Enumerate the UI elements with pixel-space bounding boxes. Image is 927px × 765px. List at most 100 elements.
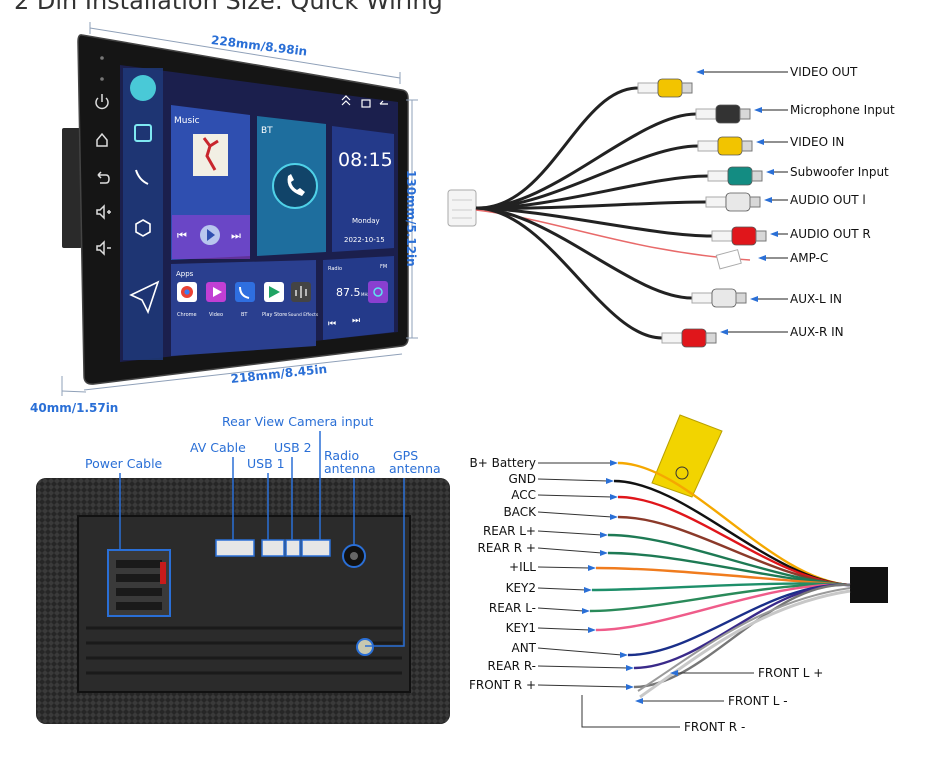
app-bt[interactable]: BT <box>235 282 255 318</box>
app-chrome[interactable]: Chrome <box>177 282 197 318</box>
power-label-rear-r-: REAR R + <box>478 541 537 555</box>
rca-plug-subwoofer-input <box>727 166 753 186</box>
harness-tag <box>651 414 723 498</box>
head-unit: Music ⏮ ⏭ BT 08:15 Monday 2022-10-15 App… <box>61 22 418 396</box>
chassis-vents <box>86 626 402 675</box>
bt-label: BT <box>261 126 273 136</box>
side-buttons <box>95 56 111 256</box>
power-label-front-r-: FRONT R - <box>684 720 745 734</box>
rca-arrow-amp-c <box>758 255 766 261</box>
rca-plug-aux-l-in <box>711 288 737 308</box>
bt-circle <box>272 163 318 209</box>
app-play-store[interactable]: Play Store <box>262 282 287 318</box>
rca-wire-aux-l-in <box>475 206 693 300</box>
prev-track-icon: ⏮ <box>177 229 187 242</box>
power-leader-gnd <box>537 478 609 482</box>
rca-plug-audio-out-r <box>731 226 757 246</box>
power-socket-pins <box>116 560 162 610</box>
dock-maps-icon <box>134 124 152 142</box>
label-rear-camera: Rear View Camera input <box>222 414 374 429</box>
power-arrow-key2 <box>584 587 592 593</box>
usb2-port <box>285 539 301 557</box>
radio-art <box>368 281 388 303</box>
expand-up-icon <box>341 95 351 106</box>
rca-arrow-video-in <box>756 139 764 145</box>
power-leader-acc <box>537 494 613 498</box>
rca-plug-tip-video-out <box>681 82 693 94</box>
power-wire-key1 <box>595 583 851 632</box>
power-leader--ill <box>537 566 591 569</box>
power-label-ant: ANT <box>511 641 536 655</box>
mic-dot <box>100 56 104 60</box>
app-video[interactable]: Video <box>206 282 226 318</box>
gps-antenna-port <box>356 638 374 656</box>
label-av-cable: AV Cable <box>190 440 246 455</box>
harness-tag-icon <box>675 466 689 480</box>
power-arrow-gnd <box>606 478 614 484</box>
label-usb1: USB 1 <box>247 456 285 471</box>
power-arrow--ill <box>588 565 596 571</box>
radio-prev-icon: ⏮ <box>328 319 336 329</box>
power-arrow-acc <box>610 494 618 500</box>
rca-plug-tip-aux-r-in <box>705 332 717 344</box>
radio-label: Radio <box>328 266 342 272</box>
rca-wire-tag-audio-out-r <box>711 230 733 242</box>
rca-arrow-video-out <box>696 69 704 75</box>
dock-nav-icon <box>129 280 160 315</box>
rca-wire-tag-aux-l-in <box>691 292 713 304</box>
power-leader-rear-l- <box>537 530 603 536</box>
power-wire-front-gray <box>637 587 851 692</box>
power-wires <box>537 460 851 699</box>
power-socket-red <box>160 562 166 584</box>
volume-down-icon <box>96 240 111 256</box>
page-title: 2 Din Installation Size: Quick Wiring <box>14 0 443 15</box>
power-arrow-b-battery <box>610 460 618 466</box>
power-label-gnd: GND <box>508 472 536 486</box>
radio-antenna-core <box>350 552 358 560</box>
clock-card <box>332 126 394 252</box>
app-sound-effects[interactable]: Sound Effects <box>288 282 319 318</box>
label-gps-antenna-2: antenna <box>389 461 441 476</box>
power-right-labels: FRONT L +FRONT L -FRONT R - <box>581 666 823 734</box>
rca-label-video-out: VIDEO OUT <box>790 65 858 79</box>
power-arrow-rear-l- <box>600 532 608 538</box>
app-play-store-label: Play Store <box>262 312 287 318</box>
rca-arrow-audio-out-r <box>770 231 778 237</box>
dock-phone-icon <box>135 169 149 185</box>
power-label-rear-l-: REAR L- <box>489 601 536 615</box>
back-panel <box>36 478 450 724</box>
dimension-height: 130mm/5.12in <box>404 170 418 267</box>
power-label-rear-l-: REAR L+ <box>483 524 536 538</box>
power-leader-back <box>537 511 613 518</box>
app-bt-label: BT <box>241 312 248 318</box>
rca-plug-tip-video-in <box>741 140 753 152</box>
rca-wire-aux-r-in <box>475 206 663 340</box>
app-chrome-label: Chrome <box>177 312 197 318</box>
rca-wire-video-out <box>475 86 639 210</box>
power-arrow-back <box>610 514 618 520</box>
label-gps-antenna-1: GPS <box>393 448 419 463</box>
app-grid: Chrome Video BT Play Store Sound Effects <box>177 282 319 318</box>
power-leader-rear-r- <box>537 665 629 669</box>
rca-plugs <box>637 78 767 348</box>
rca-connector <box>447 189 477 227</box>
power-arrow-ant <box>620 652 628 658</box>
power-label--ill: +ILL <box>509 560 536 574</box>
power-leader-front-r- <box>581 695 680 728</box>
radio-next-icon: ⏭ <box>352 316 360 326</box>
power-label-front-r-: FRONT R + <box>469 678 536 692</box>
album-art <box>193 134 228 176</box>
rca-plug-tip-subwoofer-input <box>751 170 763 182</box>
power-arrow-front-l- <box>635 698 643 704</box>
rca-wire-tag-subwoofer-input <box>707 170 729 182</box>
clock-date: 2022-10-15 <box>344 236 385 244</box>
dock-app-icon <box>130 75 156 101</box>
rca-wire-tag-microphone-input <box>695 108 717 120</box>
radio-unit: MHz <box>361 292 370 297</box>
rca-wire-tag-audio-out-l <box>705 196 727 208</box>
phone-icon <box>287 174 305 196</box>
unit-side-bracket <box>62 128 82 248</box>
rca-label-amp-c: AMP-C <box>790 251 828 265</box>
